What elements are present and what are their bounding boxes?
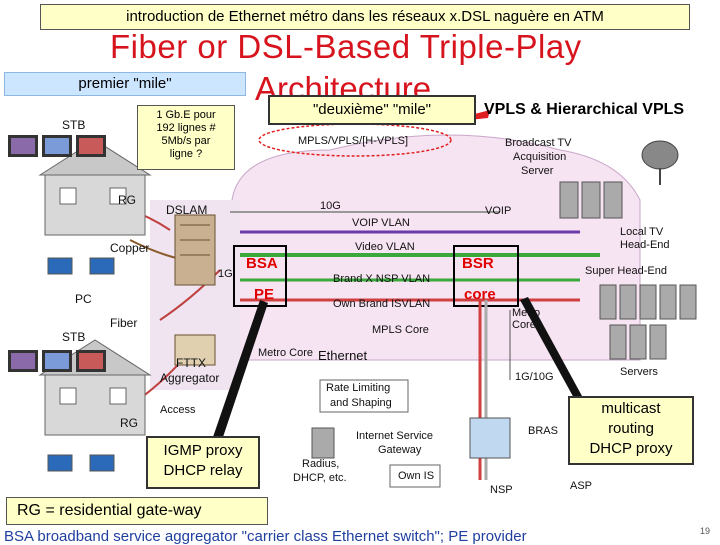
metro-core-cloud (231, 134, 641, 361)
metro-core-right-line1: Metro (512, 307, 541, 319)
bsa-label: BSA (246, 255, 278, 272)
fiber-label: Fiber (110, 316, 138, 330)
dslam-device (174, 214, 216, 286)
broadcast-line2: Acquisition (513, 151, 567, 163)
footer-text: BSA broadband service aggregator "carrie… (4, 528, 527, 545)
voip-label: VOIP (485, 205, 512, 217)
stb-label-bottom: STB (62, 330, 86, 344)
gbe-line-3: 5Mb/s par (161, 135, 211, 147)
gbe-callout: 1 Gb.E pour 192 lignes # 5Mb/s par ligne… (137, 105, 235, 170)
bsr-label: BSR (462, 255, 494, 272)
stb-label-top: STB (62, 118, 86, 132)
mpls-ellipse (258, 123, 452, 157)
igmp-callout: IGMP proxy DHCP relay (146, 436, 260, 489)
fttx-label: FTTX (176, 356, 206, 370)
copper-label: Copper (110, 241, 150, 255)
super-headend-label: Super Head-End (585, 265, 667, 277)
rg-definition: RG = residential gate-way (6, 497, 268, 525)
metro-core-right-line2: Core (512, 319, 536, 331)
radius-line1: Radius, (302, 458, 340, 470)
bras-label: BRAS (528, 425, 558, 437)
multicast-line-1: multicast (601, 400, 661, 417)
multicast-callout: multicast routing DHCP proxy (568, 396, 694, 465)
house-top (38, 139, 152, 236)
metro-core-left-label: Metro Core (258, 347, 314, 359)
ethernet-label: Ethernet (318, 348, 368, 363)
tv-group-top (8, 135, 106, 157)
satellite-dish-icon (641, 140, 679, 185)
gbe-line-2: 192 lignes # (156, 122, 216, 134)
internet-sg-line1: Internet Service (356, 430, 434, 442)
radius-server (311, 427, 335, 459)
own-is-box (389, 464, 441, 488)
multicast-line-3: DHCP proxy (589, 440, 673, 457)
10g-label: 10G (320, 200, 341, 212)
fttx-device (174, 334, 216, 366)
top-banner: introduction de Ethernet métro dans les … (40, 4, 690, 30)
broadcast-servers (559, 181, 623, 219)
dslam-label: DSLAM (166, 203, 208, 217)
rg-label-top: RG (118, 193, 136, 207)
gbe-line-4: ligne ? (169, 148, 203, 160)
vpls-title: VPLS & Hierarchical VPLS (484, 101, 685, 118)
mpls-core-label: MPLS Core (372, 324, 429, 336)
local-tv-line1: Local TV (620, 226, 664, 238)
video-vlan-label: Video VLAN (355, 241, 415, 253)
voip-vlan-label: VOIP VLAN (352, 217, 410, 229)
rg-label-bottom: RG (120, 416, 138, 430)
local-tv-line2: Head-End (620, 239, 670, 251)
igmp-line-2: DHCP relay (163, 462, 243, 479)
rate-limit-line1: Rate Limiting (326, 382, 391, 394)
gbe-line-1: 1 Gb.E pour (156, 109, 216, 121)
arrow-igmp (213, 300, 268, 440)
bras-router (469, 417, 511, 459)
igmp-line-1: IGMP proxy (163, 442, 243, 459)
broadcast-line1: Broadcast TV (505, 137, 572, 149)
brand-x-label: Brand X NSP VLAN (333, 273, 431, 285)
nsp-label: NSP (490, 484, 513, 496)
pc-laptops (47, 257, 115, 472)
page-number: 19 (700, 526, 711, 536)
super-headend-servers (599, 284, 697, 360)
mpls-label: MPLS/VPLS/[H-VPLS] (298, 135, 409, 147)
aggregator-label: Aggregator (160, 371, 220, 385)
deuxieme-mile-callout: "deuxième" "mile" (268, 95, 476, 125)
pc-label: PC (75, 292, 92, 306)
radius-line2: DHCP, etc. (293, 472, 347, 484)
servers-label: Servers (620, 366, 658, 378)
core-label: core (464, 286, 496, 303)
broadcast-line3: Server (521, 165, 554, 177)
premier-mile-callout: premier "mile" (4, 72, 246, 96)
1g-label: 1G (218, 268, 233, 280)
rate-limit-line2: and Shaping (330, 397, 392, 409)
asp-label: ASP (570, 480, 593, 492)
own-is-label: Own IS (398, 470, 435, 482)
own-brand-label: Own Brand ISVLAN (333, 298, 431, 310)
tv-group-bottom (8, 350, 106, 372)
access-label: Access (160, 404, 196, 416)
arrow-multicast (520, 297, 582, 400)
pe-label: PE (254, 286, 275, 303)
main-title: Fiber or DSL-Based Triple-Play (110, 28, 582, 65)
1g-10g-label: 1G/10G (515, 371, 554, 383)
multicast-line-2: routing (608, 420, 654, 437)
rate-limit-box (319, 379, 409, 413)
internet-sg-line2: Gateway (378, 444, 422, 456)
